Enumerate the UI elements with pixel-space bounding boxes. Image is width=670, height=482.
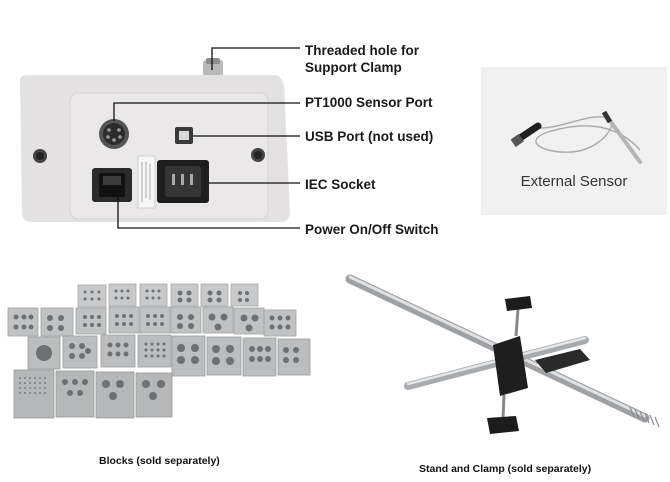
threaded-hole-callout-line2: Support Clamp [305,60,402,75]
threaded-hole-callout-line1: Threaded hole for [305,43,420,58]
iec-socket-callout: IEC Socket [305,177,376,192]
stand-caption: Stand and Clamp (sold separately) [419,463,592,475]
blocks-illustration [7,283,311,419]
callout-lines [113,47,300,229]
usb-port-graphic [175,127,193,144]
threaded-hole-callout: Threaded hole for Support Clamp [305,42,419,76]
threaded-hole-post [203,58,223,78]
pt1000-port-graphic [99,119,129,149]
blocks-caption: Blocks (sold separately) [99,455,220,467]
usb-port-callout: USB Port (not used) [305,129,434,144]
pt1000-port-callout: PT1000 Sensor Port [305,95,433,110]
rating-sticker [137,155,156,209]
power-switch-callout: Power On/Off Switch [305,222,439,237]
iec-socket-graphic [157,160,209,203]
external-sensor-probe [510,110,642,164]
stand-and-clamp-illustration [345,274,660,434]
power-switch-graphic [92,168,132,202]
